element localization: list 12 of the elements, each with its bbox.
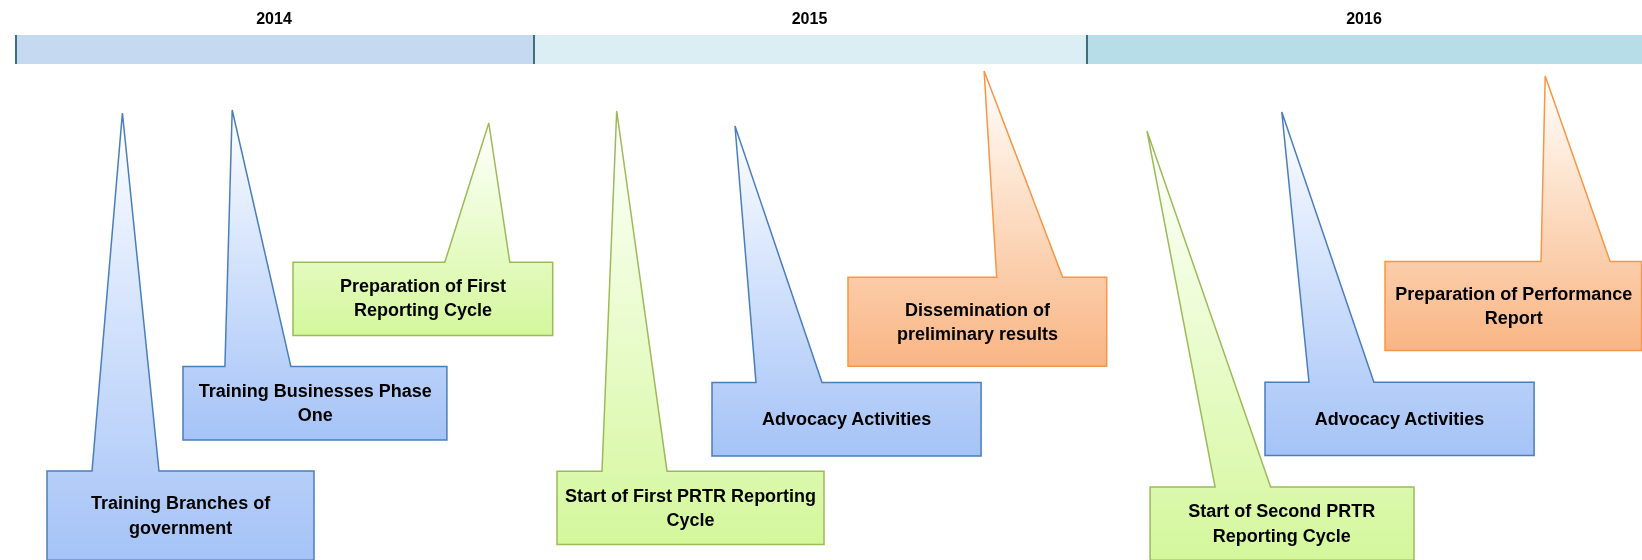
callout-text: Advocacy Activities [761,407,932,431]
year-label: 2015 [790,10,829,28]
callout-text: Training Branches of government [90,492,272,540]
callout-text: Start of Second PRTR Reporting Cycle [1187,500,1377,548]
callout-text: Preparation of Performance Report [1394,283,1634,331]
callout-text: Preparation of First Reporting Cycle [339,275,508,323]
callout-text: Dissemination of preliminary results [896,298,1060,346]
callout-text: Training Businesses Phase One [197,379,433,428]
callout-text: Start of First PRTR Reporting Cycle [564,484,818,532]
year-label: 2014 [255,10,293,28]
year-label: 2016 [1345,10,1383,28]
callout-text: Advocacy Activities [1314,407,1485,431]
